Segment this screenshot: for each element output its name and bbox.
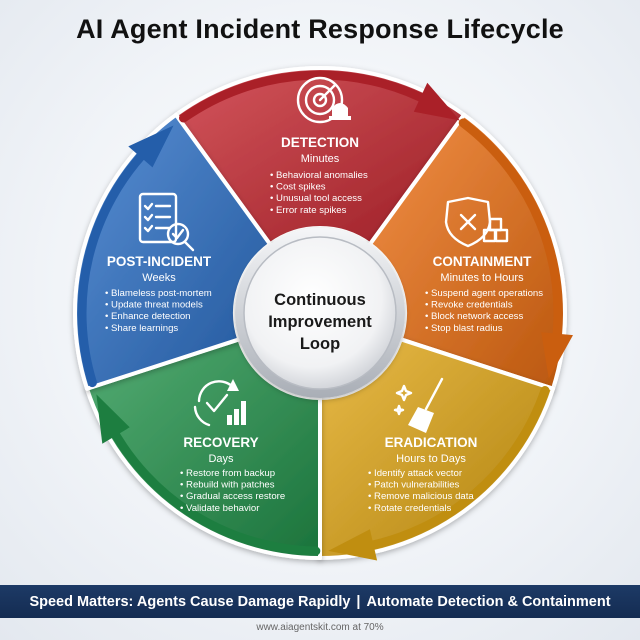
phase-item-detection: • Unusual tool access: [270, 193, 362, 204]
phase-title-post-incident: POST-INCIDENT: [107, 254, 212, 269]
phase-recovery: RECOVERY Days • Restore from backup• Rebui…: [180, 379, 285, 514]
phase-item-post-incident: • Update threat models: [105, 300, 203, 311]
checklist-magnifier-icon: [138, 192, 195, 252]
cycle-arrow-post-incident: [77, 143, 154, 388]
phase-eradication: ERADICATION Hours to Days • Identify attac…: [368, 377, 478, 514]
center-line-2: Improvement: [268, 313, 372, 331]
phase-item-detection: • Behavioral anomalies: [270, 170, 368, 181]
phase-title-detection: DETECTION: [281, 135, 359, 150]
phase-post-incident: POST-INCIDENT Weeks • Blameless post-morte…: [105, 192, 212, 334]
center-disc: Continuous Improvement Loop: [235, 228, 405, 398]
center-line-3: Loop: [300, 335, 340, 353]
phase-title-recovery: RECOVERY: [183, 435, 258, 450]
phase-time-eradication: Hours to Days: [396, 453, 466, 465]
bottom-banner: Speed Matters: Agents Cause Damage Rapid…: [0, 585, 640, 618]
phase-title-containment: CONTAINMENT: [433, 254, 532, 269]
center-line-1: Continuous: [274, 291, 366, 309]
cycle-arrow-containment: [458, 118, 563, 351]
phase-item-recovery: • Gradual access restore: [180, 491, 285, 502]
phase-time-detection: Minutes: [301, 153, 340, 165]
page-title: AI Agent Incident Response Lifecycle: [76, 14, 564, 44]
phase-item-containment: • Revoke credentials: [425, 300, 513, 311]
phase-title-eradication: ERADICATION: [385, 435, 478, 450]
phase-item-recovery: • Restore from backup: [180, 468, 275, 479]
phase-item-eradication: • Rotate credentials: [368, 503, 452, 514]
cycle-arrowhead-eradication: [328, 529, 378, 561]
banner-separator: |: [356, 593, 361, 610]
phase-time-recovery: Days: [208, 453, 234, 465]
radar-alert-icon: [296, 76, 351, 124]
phase-time-post-incident: Weeks: [142, 272, 176, 284]
broom-icon: [393, 377, 444, 433]
cycle-arrowhead-detection: [413, 82, 460, 121]
phase-item-eradication: • Identify attack vector: [368, 468, 463, 479]
cycle-arrowhead-recovery: [96, 394, 130, 444]
phase-item-post-incident: • Enhance detection: [105, 311, 191, 322]
footer-credit: www.aiagentskit.com at 70%: [256, 622, 384, 633]
cycle-arrowhead-post-incident: [128, 125, 174, 168]
phase-item-eradication: • Remove malicious data: [368, 491, 474, 502]
cycle-arrow-eradication: [356, 386, 550, 552]
banner-left-text: Speed Matters: Agents Cause Damage Rapid…: [29, 593, 351, 610]
shield-boxes-icon: [444, 196, 509, 248]
phase-item-containment: • Stop blast radius: [425, 323, 503, 334]
phase-item-detection: • Cost spikes: [270, 182, 326, 193]
phase-item-detection: • Error rate spikes: [270, 205, 347, 216]
recovery-chart-icon: [193, 379, 246, 427]
phase-item-post-incident: • Blameless post-mortem: [105, 288, 212, 299]
phase-item-containment: • Block network access: [425, 311, 523, 322]
phase-item-recovery: • Rebuild with patches: [180, 480, 275, 491]
phase-item-eradication: • Patch vulnerabilities: [368, 480, 460, 491]
phase-item-post-incident: • Share learnings: [105, 323, 178, 334]
phase-item-recovery: • Validate behavior: [180, 503, 260, 514]
cycle-arrow-detection: [179, 70, 437, 123]
cycle-arrowhead-containment: [541, 332, 573, 379]
phase-item-containment: • Suspend agent operations: [425, 288, 543, 299]
banner-right-text: Automate Detection & Containment: [366, 593, 611, 610]
phase-containment: CONTAINMENT Minutes to Hours • Suspend age…: [425, 196, 543, 334]
phase-time-containment: Minutes to Hours: [440, 272, 524, 284]
cycle-arrow-recovery: [105, 420, 321, 556]
